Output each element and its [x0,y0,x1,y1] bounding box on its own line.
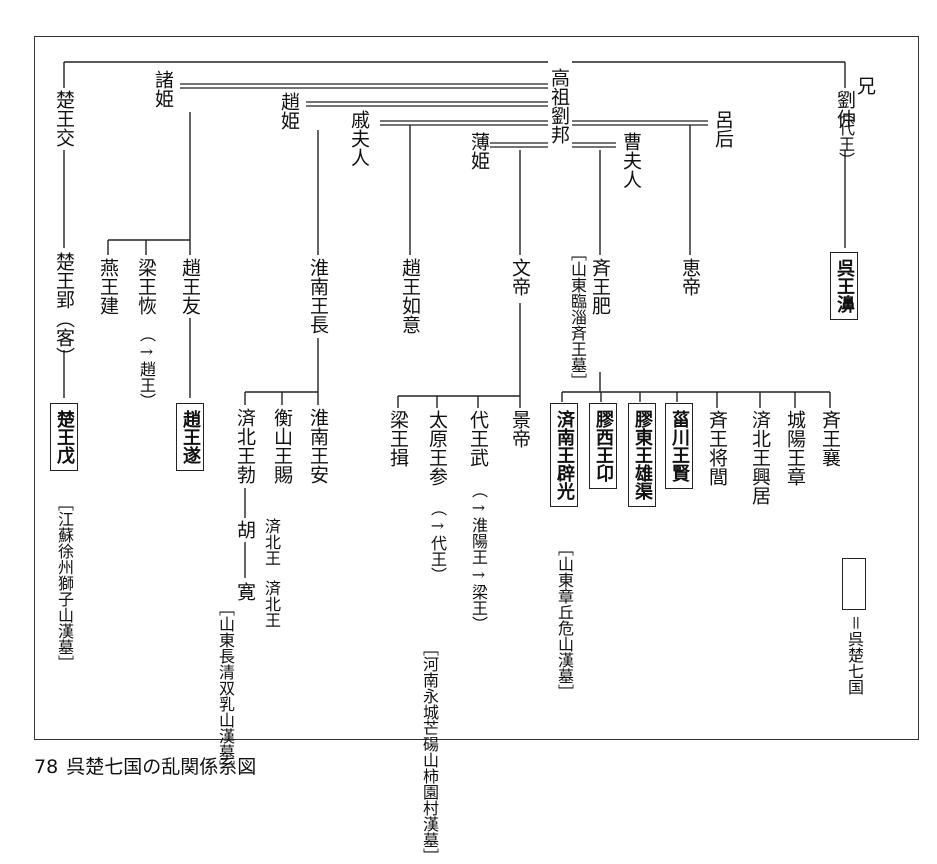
huainan-wang-an: 淮南王安 [307,408,329,484]
qi-wang-fei: 斉王肥 [589,258,611,315]
huidi: 恵帝 [679,258,701,296]
wendi: 文帝 [509,258,531,296]
yan-wang-jian: 燕王建 [97,258,119,315]
jinan-tomb: ［山東章丘危山漢墓］ [555,540,574,700]
zhao-wang-sui: 趙王遂 [176,403,204,471]
chu-jiao: 楚王交 [53,90,75,147]
connector-lines [63,61,846,578]
zhao-wang-you: 趙王友 [179,258,201,315]
jibei-wang-1: 済北王 [262,518,281,566]
liang-note: （→趙王） [137,326,156,409]
liu-zhong: 劉仲 [834,90,856,128]
kuan: 寛 [234,582,256,601]
liang-wang-hui: 梁王恢 [135,258,157,315]
qi-wang-xiang: 斉王襄 [819,410,841,467]
hu: 胡 [234,520,256,539]
chu-tomb: ［江蘇徐州獅子山漢墓］ [55,495,74,671]
lu-hou: 呂后 [712,110,734,148]
cao-furen: 曹夫人 [620,132,642,189]
diagram-frame [34,36,919,740]
chengyang-wang-zhang: 城陽王章 [784,410,806,486]
jinan-wang-piguang: 済南王辟光 [550,403,578,507]
figure-number: 78 [34,756,59,778]
liang-wang-yi: 梁王揖 [387,410,409,467]
taiyuan-note: （→代王） [428,500,447,583]
wu-wang-bi: 呉王濞 [830,252,858,320]
bo-ji: 薄姫 [468,132,490,170]
dai-wang-wu: 代王武 [467,410,489,467]
figure-title: 呉楚七国の乱関係系図 [66,756,257,778]
dai-wu-note: （→淮陽王→梁王） [469,482,488,632]
qi-furen: 戚夫人 [348,110,370,167]
chu-wang-wu: 楚王戊 [50,403,78,471]
taiyuan-wang-can: 太原王参 [426,410,448,486]
figure-caption: 78 呉楚七国の乱関係系図 [34,752,256,779]
jibei-wang-bo: 済北王勃 [234,408,256,484]
jibei-tomb: ［山東長清双乳山漢墓］ [216,600,235,776]
hengshan-wang-ci: 衡山王賜 [271,408,293,484]
jibei-wang-xingju: 済北王興居 [749,410,771,505]
huainan-chang: 淮南王長 [307,258,329,334]
qi-tomb: ［山東臨淄斉王墓］ [568,245,587,389]
elder-brother: 兄 [854,76,876,95]
qi-wang-jianglu: 斉王将閭 [706,410,728,486]
gaozu-liu-bang: 高祖劉邦 [548,68,570,144]
legend-box [842,558,866,610]
chu-wang-ying: 楚王郢（客） [53,252,75,366]
legend-text: ＝呉楚七国 [845,615,864,695]
jiaoxi-wang-ang: 膠西王卬 [589,403,617,489]
jiaodong-wang-xiongqu: 膠東王雄渠 [628,403,656,507]
zichuan-wang-xian: 菑川王賢 [665,403,693,489]
zhao-ji: 趙姫 [278,92,300,130]
zhu-ji: 諸姫 [152,70,174,108]
zhao-wang-ruyi: 趙王如意 [399,258,421,334]
jingdi: 景帝 [509,410,531,448]
jibei-wang-2: 済北王 [262,580,281,628]
dai-wang-note: （代王） [836,104,855,168]
liang-tomb: ［河南永城芒碭山柿園村漢墓］ [420,640,439,864]
